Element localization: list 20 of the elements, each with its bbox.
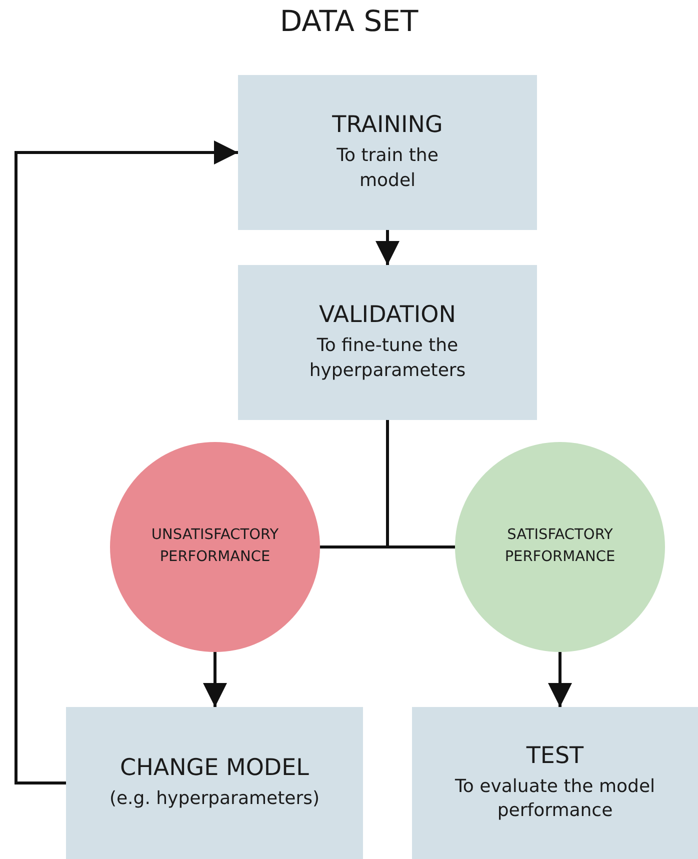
box-heading: VALIDATION bbox=[319, 302, 456, 328]
box-description: To train the model bbox=[336, 144, 440, 192]
process-box bbox=[238, 265, 537, 420]
box-description: (e.g. hyperparameters) bbox=[109, 786, 320, 811]
arrow bbox=[376, 230, 400, 265]
box-heading: TRAINING bbox=[332, 112, 443, 138]
connector-line bbox=[386, 420, 455, 548]
arrow bbox=[14, 140, 238, 784]
circle-label: UNSATISFACTORY PERFORMANCE bbox=[150, 526, 280, 567]
process-box bbox=[66, 707, 363, 859]
process-box bbox=[238, 75, 537, 230]
box-description: To fine-tune the hyperparameters bbox=[308, 334, 467, 382]
arrow bbox=[548, 652, 572, 707]
diagram-title: DATA SET bbox=[278, 4, 420, 38]
arrow bbox=[203, 652, 227, 707]
box-heading: CHANGE MODEL bbox=[120, 754, 309, 781]
box-heading: TEST bbox=[526, 742, 584, 769]
box-description: To evaluate the model performance bbox=[454, 774, 656, 823]
circle-label: SATISFACTORY PERFORMANCE bbox=[504, 526, 616, 567]
process-box bbox=[412, 707, 698, 859]
